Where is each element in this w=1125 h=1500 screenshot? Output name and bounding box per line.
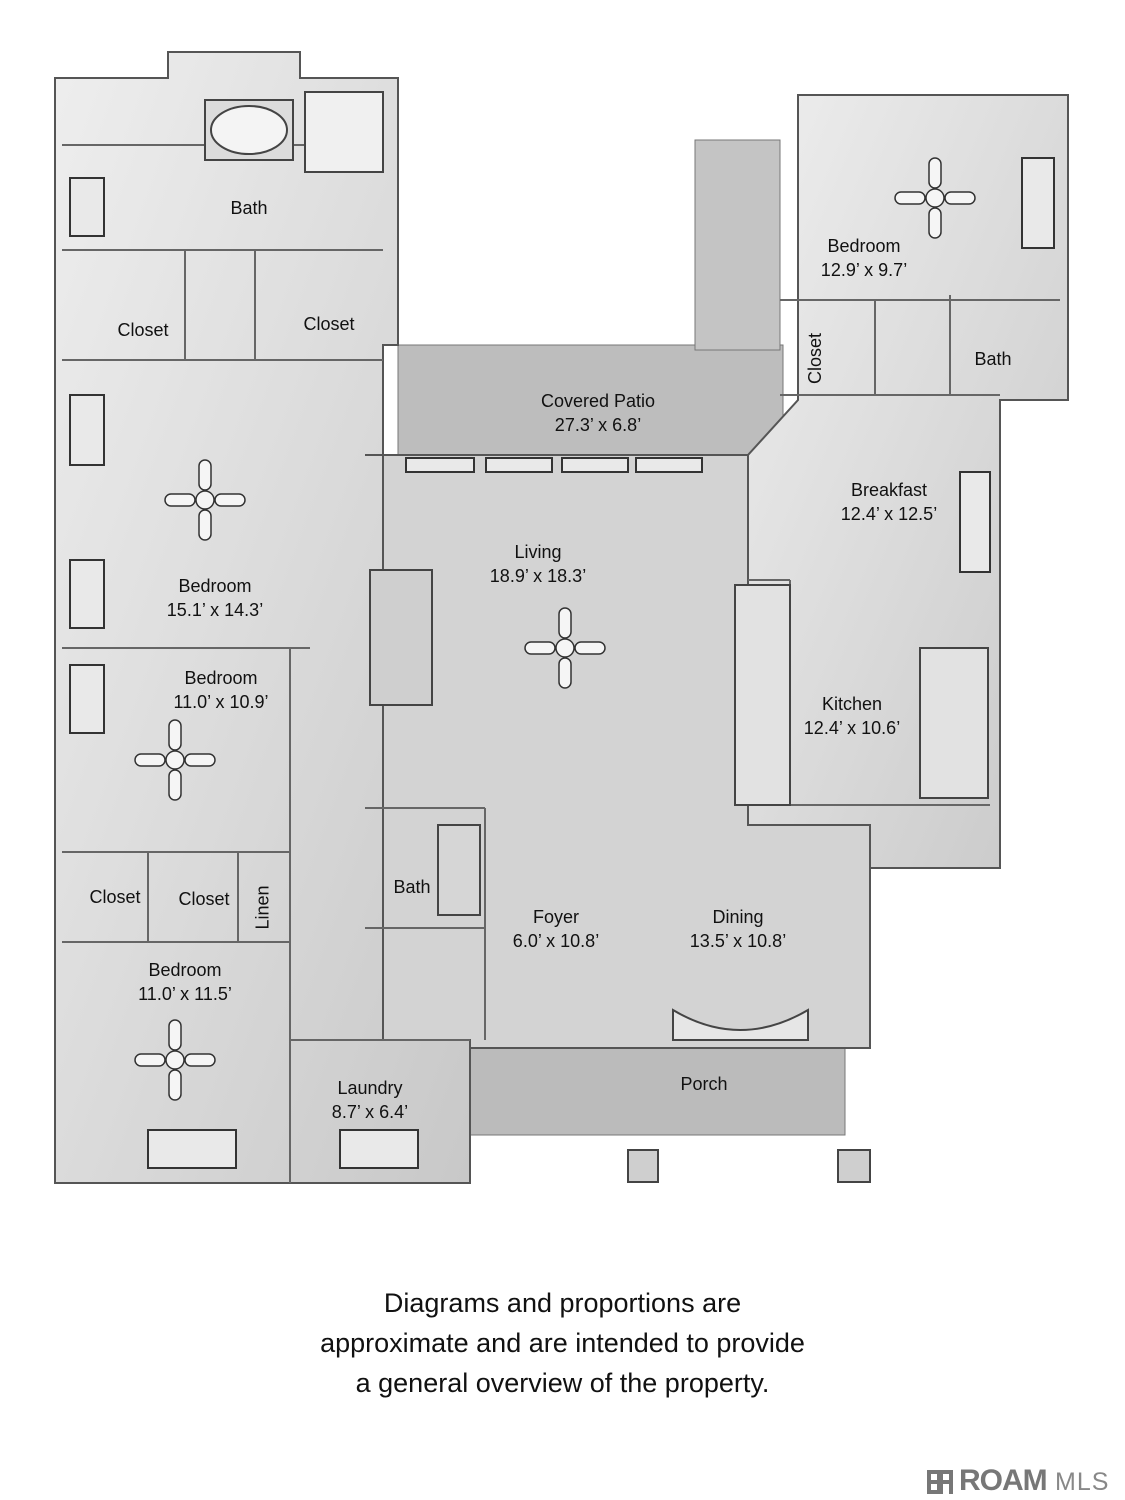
room-label-bedroom-ne: Bedroom 12.9’ x 9.7’ — [821, 234, 907, 282]
room-label-laundry: Laundry 8.7’ x 6.4’ — [332, 1076, 408, 1124]
room-dimensions: 18.9’ x 18.3’ — [489, 566, 587, 586]
disclaimer-text: Diagrams and proportions are approximate… — [0, 1283, 1125, 1403]
room-label-closet-b: Closet — [303, 312, 354, 336]
room-label-living: Living 18.9’ x 18.3’ — [490, 540, 586, 588]
kitchen-counter-icon — [734, 584, 791, 806]
disclaimer-line: approximate and are intended to provide — [320, 1328, 805, 1358]
room-dimensions: 13.5’ x 10.8’ — [689, 931, 787, 951]
ceiling-fan-icon — [134, 719, 216, 801]
room-name: Porch — [680, 1074, 728, 1094]
porch-floor — [469, 1039, 846, 1136]
room-label-breakfast: Breakfast 12.4’ x 12.5’ — [841, 478, 937, 526]
ceiling-fan-icon — [134, 1019, 216, 1101]
ceiling-fan-icon — [524, 607, 606, 689]
room-dimensions: 12.4’ x 10.6’ — [803, 718, 901, 738]
disclaimer-line: a general overview of the property. — [355, 1368, 770, 1398]
room-name: Living — [514, 542, 562, 562]
room-dimensions: 6.0’ x 10.8’ — [512, 931, 600, 951]
room-label-bedroom-sw: Bedroom 11.0’ x 11.5’ — [138, 958, 232, 1006]
room-name: Breakfast — [850, 480, 928, 500]
room-label-closet-d: Closet — [178, 887, 229, 911]
room-label-dining: Dining 13.5’ x 10.8’ — [690, 905, 786, 953]
room-label-closet-ne: Closet — [805, 333, 826, 384]
room-label-closet-a: Closet — [117, 318, 168, 342]
front-step-right-icon — [837, 1149, 871, 1183]
room-dimensions: 12.9’ x 9.7’ — [820, 260, 908, 280]
room-label-bedroom-mid: Bedroom 11.0’ x 10.9’ — [173, 666, 268, 714]
room-dimensions: 11.0’ x 10.9’ — [173, 692, 269, 712]
room-dimensions: 11.0’ x 11.5’ — [138, 984, 232, 1004]
room-name: Bedroom — [184, 668, 258, 688]
ceiling-fans — [134, 157, 976, 1101]
windows — [69, 157, 1055, 1169]
room-name: Closet — [89, 887, 141, 907]
room-dimensions: 15.1’ x 14.3’ — [166, 600, 264, 620]
room-label-hall-bath: Bath — [393, 875, 430, 899]
front-step-left-icon — [627, 1149, 659, 1183]
room-name: Closet — [117, 320, 169, 340]
room-name: Covered Patio — [540, 391, 656, 411]
room-name: Bedroom — [178, 576, 252, 596]
shower-icon — [304, 91, 384, 173]
hall-bath-vanity-icon — [437, 824, 481, 916]
room-name: Kitchen — [821, 694, 883, 714]
ceiling-fan-icon — [164, 459, 246, 541]
room-name: Bedroom — [827, 236, 901, 256]
room-name: Closet — [178, 889, 230, 909]
room-label-bath-ne: Bath — [974, 347, 1011, 371]
room-name: Bath — [974, 349, 1012, 369]
room-name: Foyer — [532, 907, 580, 927]
west-wing-outline — [54, 51, 471, 1184]
patio-extension-floor — [694, 139, 781, 351]
room-name: Dining — [712, 907, 764, 927]
room-dimensions: 8.7’ x 6.4’ — [331, 1102, 409, 1122]
logo-suffix: MLS — [1055, 1468, 1110, 1496]
ceiling-fan-icon — [894, 157, 976, 239]
roam-mls-logo: ROAM MLS — [925, 1462, 1125, 1500]
floor-plan-diagram — [54, 51, 1069, 1184]
fixtures — [204, 91, 989, 1183]
room-name: Closet — [303, 314, 355, 334]
room-label-foyer: Foyer 6.0’ x 10.8’ — [513, 905, 599, 953]
front-bay-window-icon — [672, 1008, 809, 1041]
room-label-kitchen: Kitchen 12.4’ x 10.6’ — [804, 692, 900, 740]
room-dimensions: 12.4’ x 12.5’ — [840, 504, 938, 524]
logo-wordmark: ROAM — [959, 1464, 1048, 1497]
room-name: Linen — [252, 885, 273, 930]
room-name: Laundry — [337, 1078, 403, 1098]
room-label-closet-c: Closet — [89, 885, 140, 909]
room-label-covered-patio: Covered Patio 27.3’ x 6.8’ — [541, 389, 655, 437]
room-name: Bath — [230, 198, 268, 218]
building-icon — [927, 1470, 953, 1494]
room-label-porch: Porch — [680, 1072, 727, 1096]
room-label-master-bath: Bath — [230, 196, 267, 220]
room-name: Bedroom — [148, 960, 222, 980]
room-label-linen: Linen — [253, 885, 274, 929]
room-label-master-bedroom: Bedroom 15.1’ x 14.3’ — [167, 574, 263, 622]
room-dimensions: 27.3’ x 6.8’ — [554, 415, 642, 435]
covered-patio-floor — [397, 344, 784, 456]
room-name: Bath — [393, 877, 431, 897]
disclaimer-line: Diagrams and proportions are — [383, 1288, 742, 1318]
fireplace-icon — [369, 569, 433, 706]
room-name: Closet — [805, 332, 826, 385]
kitchen-island-icon — [919, 647, 989, 799]
